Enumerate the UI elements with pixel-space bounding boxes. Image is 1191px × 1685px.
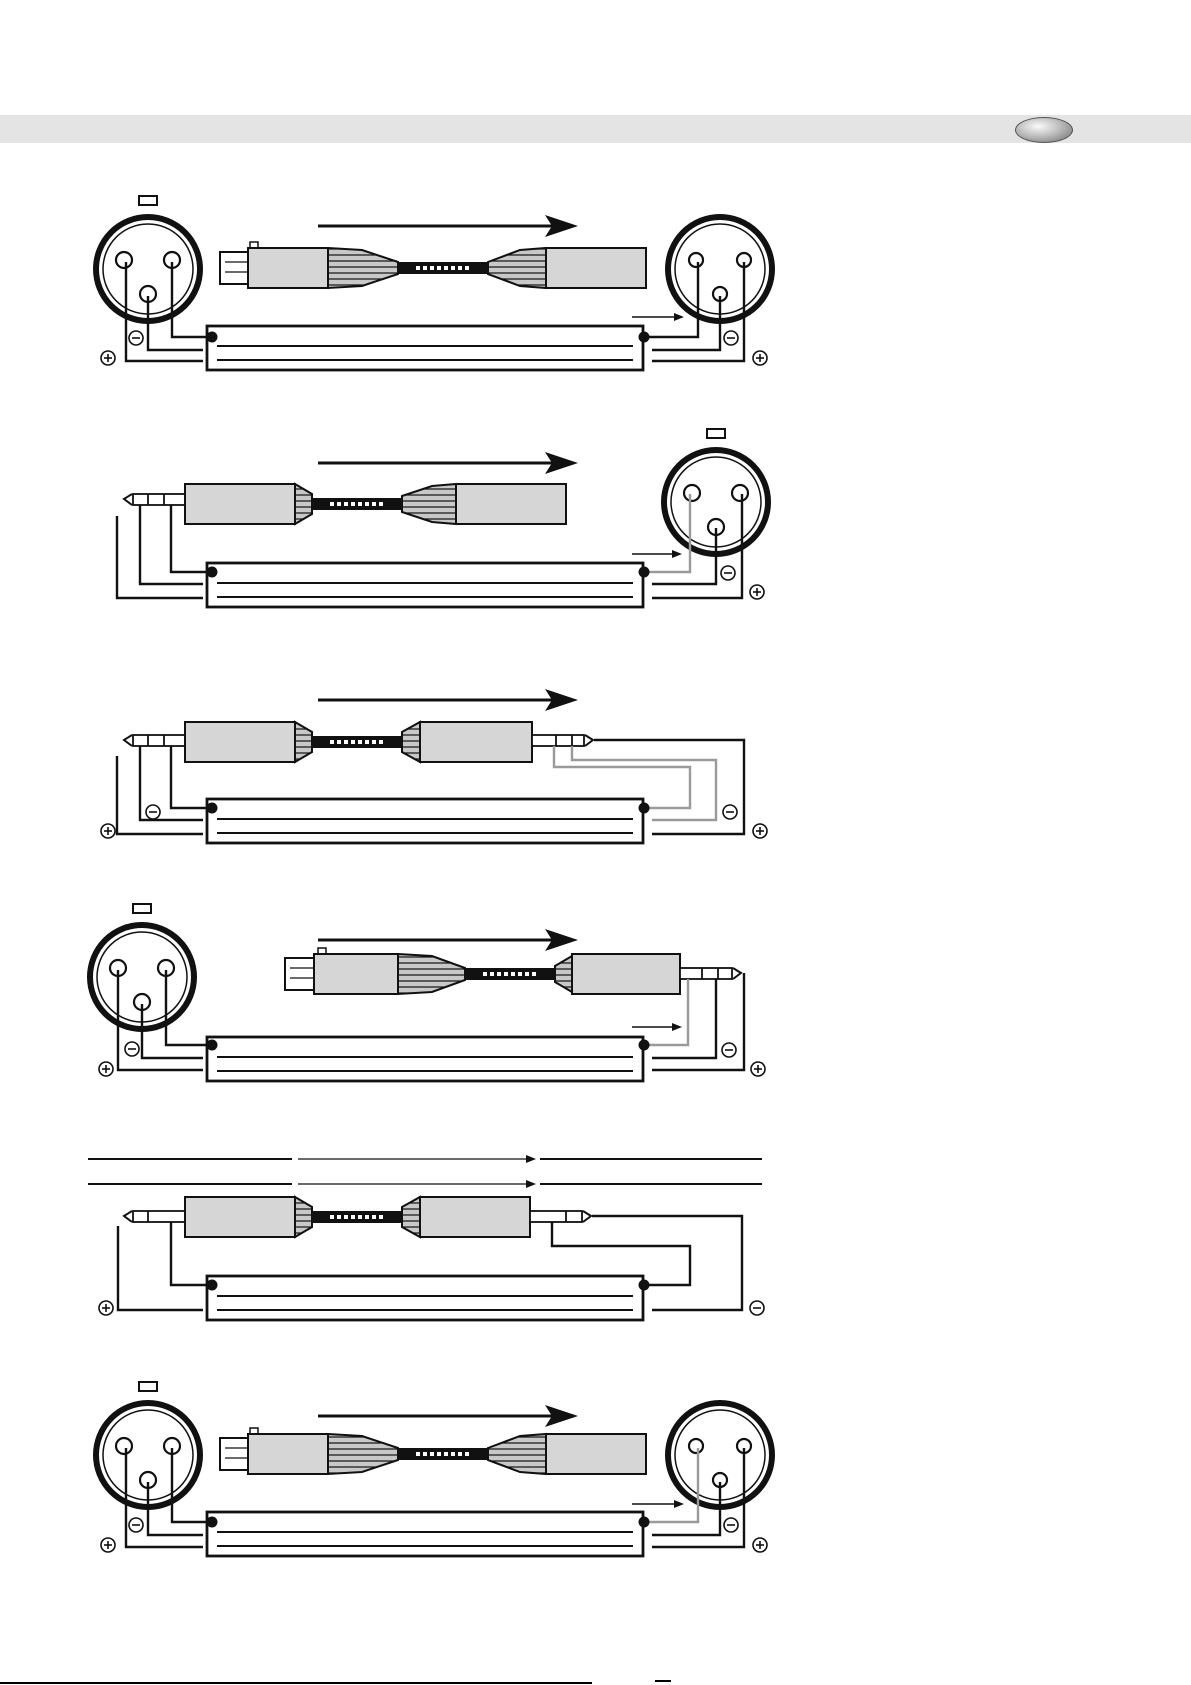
- footer-rule: [0, 1682, 592, 1684]
- diagram-xlr-to-xlr-gray: [96, 1382, 772, 1556]
- diagram-trs-to-xlr: [117, 429, 768, 607]
- diagram-xlr-to-xlr: [96, 196, 772, 370]
- diagram-trs-to-trs: [101, 689, 767, 843]
- footer-mark: [655, 1680, 671, 1682]
- diagram-xlr-to-trs: [90, 904, 765, 1081]
- diagram-ts-to-ts: [88, 1155, 764, 1320]
